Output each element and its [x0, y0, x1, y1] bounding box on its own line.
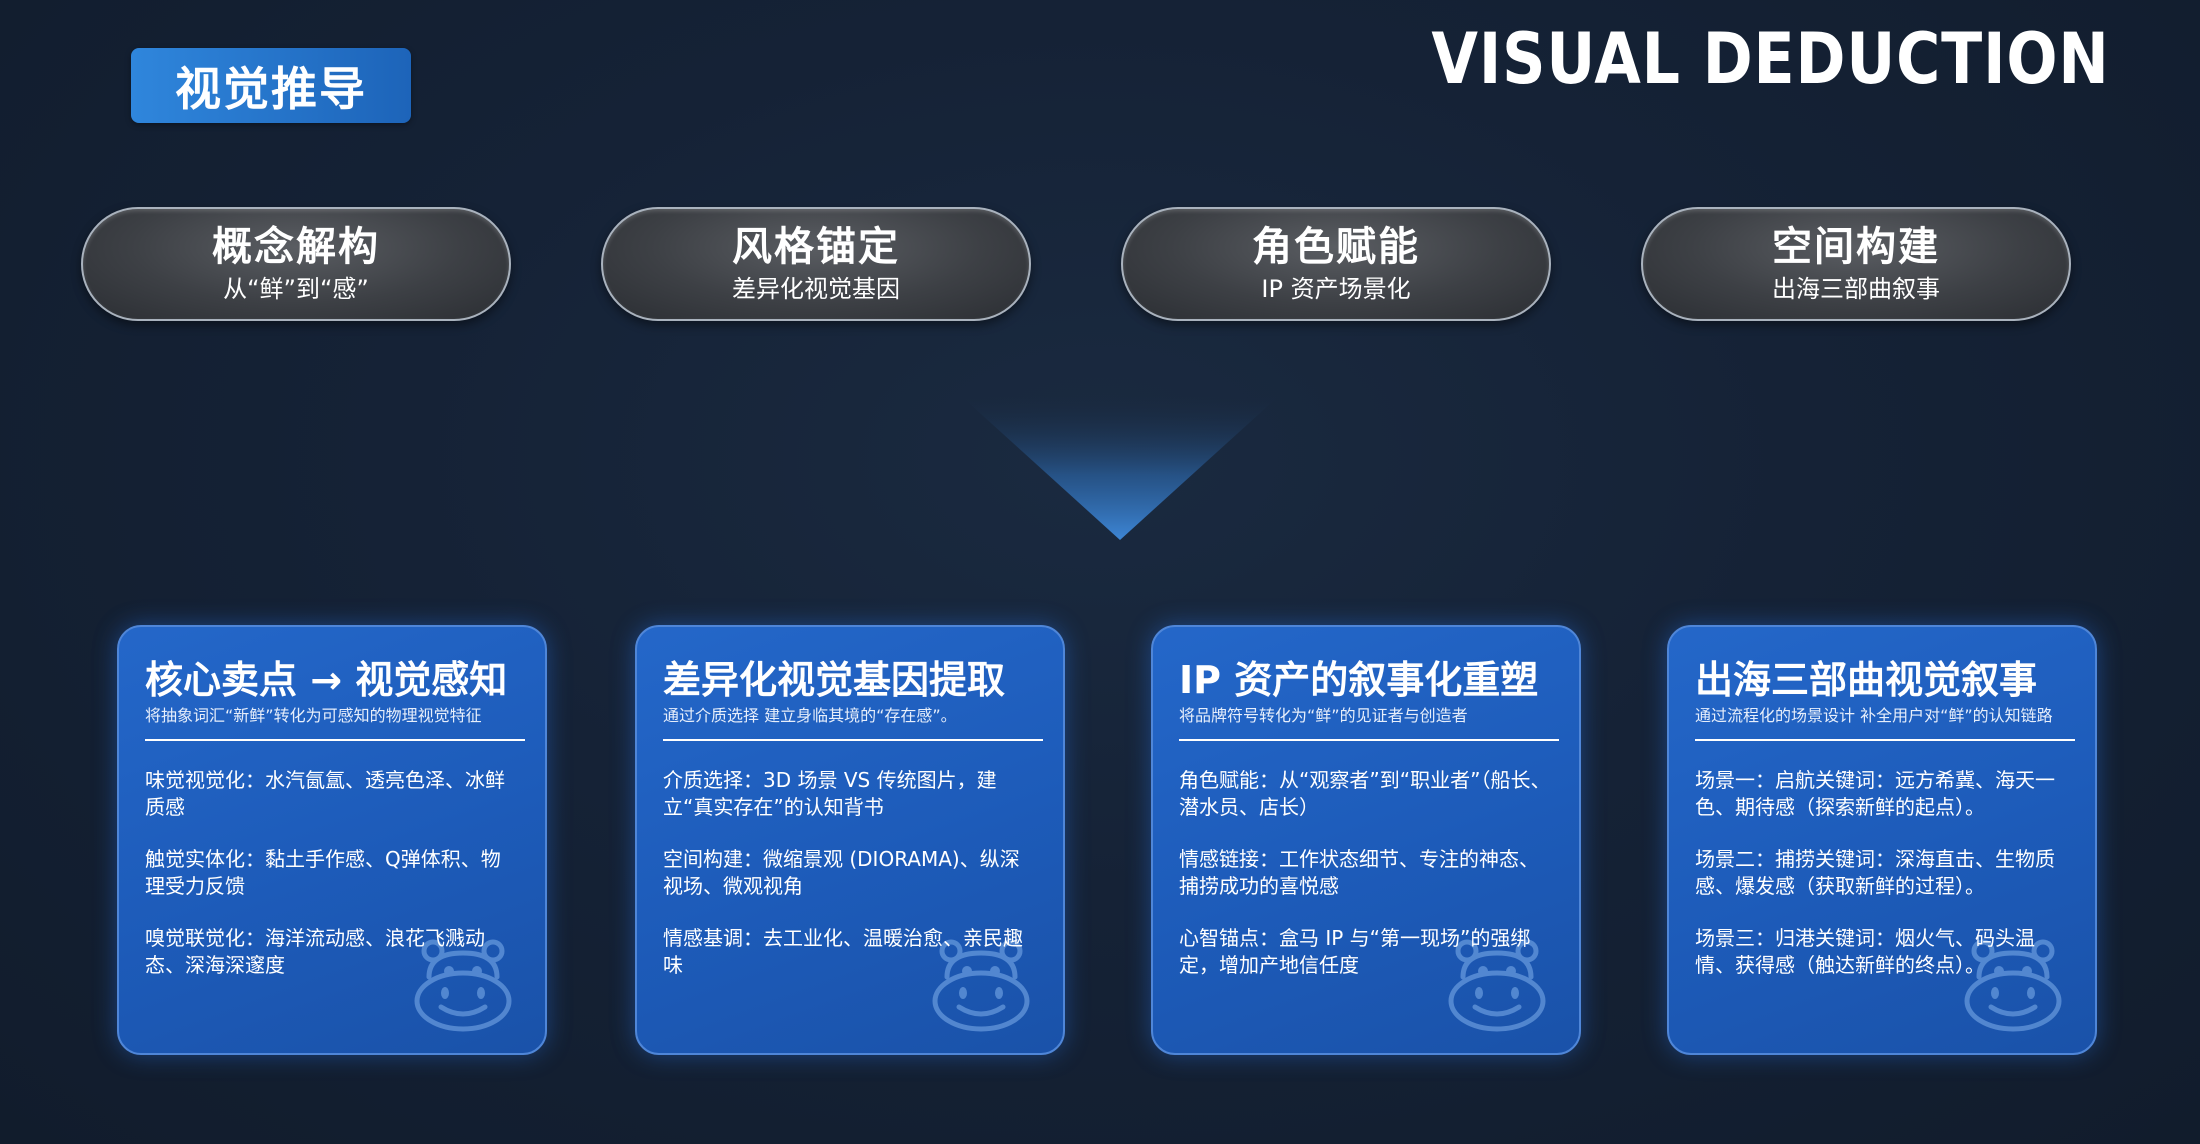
stage-pill-subtitle: 出海三部曲叙事 [1772, 275, 1940, 303]
card-items: 角色赋能：从“观察者”到“职业者”（船长、潜水员、店长） 情感链接：工作状态细节… [1179, 767, 1555, 979]
card-item: 情感链接：工作状态细节、专注的神态、捕捞成功的喜悦感 [1179, 847, 1539, 898]
stage-pill-subtitle: 差异化视觉基因 [732, 275, 900, 303]
card-title: IP 资产的叙事化重塑 [1179, 658, 1539, 702]
hippo-mascot-icon [1448, 939, 1546, 1032]
card-title: 核心卖点 → 视觉感知 [145, 658, 508, 702]
stage-pill-title: 概念解构 [212, 224, 380, 270]
stage-pill-subtitle: IP 资产场景化 [1261, 275, 1411, 303]
stage-pill-4: 空间构建 出海三部曲叙事 [1641, 207, 2071, 321]
card-items: 味觉视觉化：水汽氤氲、透亮色泽、冰鲜质感 触觉实体化：黏土手作感、Q弹体积、物理… [145, 767, 521, 979]
card-subtitle: 通过流程化的场景设计 补全用户对“鲜”的认知链路 [1695, 706, 2053, 725]
stage-pill-subtitle: 从“鲜”到“感” [223, 275, 369, 303]
card-item: 空间构建：微缩景观 (DIORAMA)、纵深视场、微观视角 [663, 847, 1020, 898]
card-items: 场景一：启航关键词：远方希冀、海天一色、期待感（探索新鲜的起点）。 场景二：捕捞… [1695, 767, 2071, 979]
card-item: 场景二：捕捞关键词：深海直击、生物质感、爆发感（获取新鲜的过程）。 [1695, 847, 2055, 898]
card-divider [663, 739, 1043, 741]
stage-pill-title: 空间构建 [1772, 224, 1940, 270]
stage-pill-1: 概念解构 从“鲜”到“感” [81, 207, 511, 321]
concept-card-4: 出海三部曲视觉叙事 通过流程化的场景设计 补全用户对“鲜”的认知链路 场景一：启… [1667, 625, 2097, 1055]
hippo-mascot-icon [414, 939, 512, 1032]
card-divider [145, 739, 525, 741]
card-items: 介质选择：3D 场景 VS 传统图片，建立“真实存在”的认知背书 空间构建：微缩… [663, 767, 1039, 979]
card-item: 味觉视觉化：水汽氤氲、透亮色泽、冰鲜质感 [145, 768, 505, 819]
card-title: 差异化视觉基因提取 [663, 658, 1006, 702]
concept-card-2: 差异化视觉基因提取 通过介质选择 建立身临其境的“存在感”。 介质选择：3D 场… [635, 625, 1065, 1055]
hippo-mascot-icon [932, 939, 1030, 1032]
card-item: 情感基调：去工业化、温暖治愈、亲民趣味 [663, 926, 1023, 977]
card-item: 嗅觉联觉化：海洋流动感、浪花飞溅动态、深海深邃度 [145, 926, 485, 977]
card-item: 角色赋能：从“观察者”到“职业者”（船长、潜水员、店长） [1179, 768, 1551, 819]
card-subtitle: 通过介质选择 建立身临其境的“存在感”。 [663, 706, 957, 725]
stage-pill-2: 风格锚定 差异化视觉基因 [601, 207, 1031, 321]
card-subtitle: 将抽象词汇“新鲜”转化为可感知的物理视觉特征 [145, 706, 482, 725]
section-badge: 视觉推导 [131, 48, 411, 123]
card-divider [1179, 739, 1559, 741]
card-item: 场景三：归港关键词：烟火气、码头温情、获得感（触达新鲜的终点）。 [1695, 926, 2035, 977]
hippo-mascot-icon [1964, 939, 2062, 1032]
stage-pills: 概念解构 从“鲜”到“感” 风格锚定 差异化视觉基因 角色赋能 IP 资产场景化… [0, 207, 2200, 321]
stage-pill-3: 角色赋能 IP 资产场景化 [1121, 207, 1551, 321]
concept-card-1: 核心卖点 → 视觉感知 将抽象词汇“新鲜”转化为可感知的物理视觉特征 味觉视觉化… [117, 625, 547, 1055]
concept-card-3: IP 资产的叙事化重塑 将品牌符号转化为“鲜”的见证者与创造者 角色赋能：从“观… [1151, 625, 1581, 1055]
card-divider [1695, 739, 2075, 741]
section-badge-label: 视觉推导 [175, 61, 367, 116]
stage-pill-title: 角色赋能 [1252, 224, 1420, 270]
card-title: 出海三部曲视觉叙事 [1695, 658, 2038, 702]
card-item: 触觉实体化：黏土手作感、Q弹体积、物理受力反馈 [145, 847, 501, 898]
funnel-triangle-icon [960, 395, 1280, 540]
card-subtitle: 将品牌符号转化为“鲜”的见证者与创造者 [1179, 706, 1468, 725]
card-item: 介质选择：3D 场景 VS 传统图片，建立“真实存在”的认知背书 [663, 768, 997, 819]
card-item: 场景一：启航关键词：远方希冀、海天一色、期待感（探索新鲜的起点）。 [1695, 768, 2055, 819]
brand-title: VISUAL DEDUCTION [1431, 18, 2110, 100]
card-item: 心智锚点：盒马 IP 与“第一现场”的强绑定，增加产地信任度 [1179, 926, 1531, 977]
stage-pill-title: 风格锚定 [732, 224, 900, 270]
